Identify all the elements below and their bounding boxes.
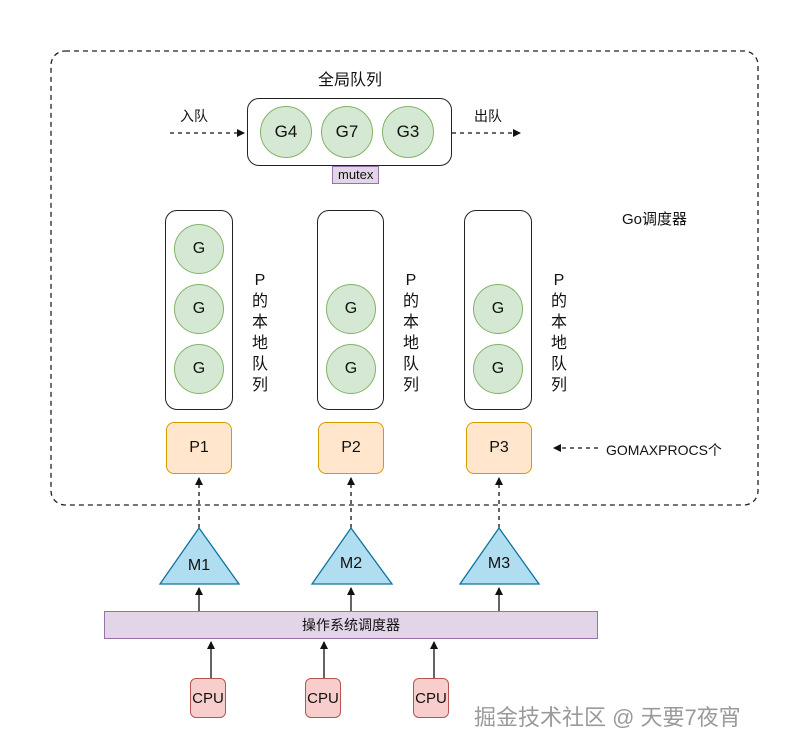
mutex-badge: mutex <box>332 166 380 184</box>
enqueue-label: 入队 <box>180 108 208 124</box>
p1-local-queue-label: P 的 本 地 队 列 <box>251 272 268 394</box>
processor-p3: P3 <box>466 422 532 474</box>
p3-local-queue: G G <box>464 210 532 410</box>
p1-local-queue: G G G <box>165 210 233 410</box>
cpu-1: CPU <box>190 678 226 718</box>
p2-local-queue: G G <box>317 210 384 410</box>
p3-local-queue-label: P 的 本 地 队 列 <box>550 272 567 394</box>
go-scheduler-boundary <box>50 50 759 506</box>
machine-m1 <box>158 526 241 585</box>
machine-m3-label: M3 <box>487 555 511 572</box>
watermark: 掘金技术社区 @ 天要7夜宵 <box>474 705 741 730</box>
goroutine-g4: G4 <box>260 106 312 158</box>
go-scheduler-label: Go调度器 <box>622 211 688 228</box>
goroutine: G <box>473 344 523 394</box>
global-queue: G4 G7 G3 <box>247 98 452 166</box>
global-queue-title: 全局队列 <box>317 72 382 89</box>
cpu-3: CPU <box>413 678 449 718</box>
p2-local-queue-label: P 的 本 地 队 列 <box>402 272 419 394</box>
goroutine-g3: G3 <box>382 106 434 158</box>
processor-p1: P1 <box>166 422 232 474</box>
machine-m1-label: M1 <box>187 557 211 574</box>
goroutine: G <box>174 284 224 334</box>
goroutine: G <box>473 284 523 334</box>
goroutine: G <box>326 284 376 334</box>
machine-m3 <box>458 526 541 585</box>
dequeue-label: 出队 <box>474 108 502 124</box>
gomaxprocs-label: GOMAXPROCS个 <box>606 442 722 458</box>
goroutine-g7: G7 <box>321 106 373 158</box>
goroutine: G <box>174 344 224 394</box>
processor-p2: P2 <box>318 422 384 474</box>
os-scheduler: 操作系统调度器 <box>104 611 598 639</box>
goroutine: G <box>326 344 376 394</box>
goroutine: G <box>174 224 224 274</box>
cpu-2: CPU <box>305 678 341 718</box>
machine-m2 <box>310 526 394 585</box>
machine-m2-label: M2 <box>339 555 363 572</box>
